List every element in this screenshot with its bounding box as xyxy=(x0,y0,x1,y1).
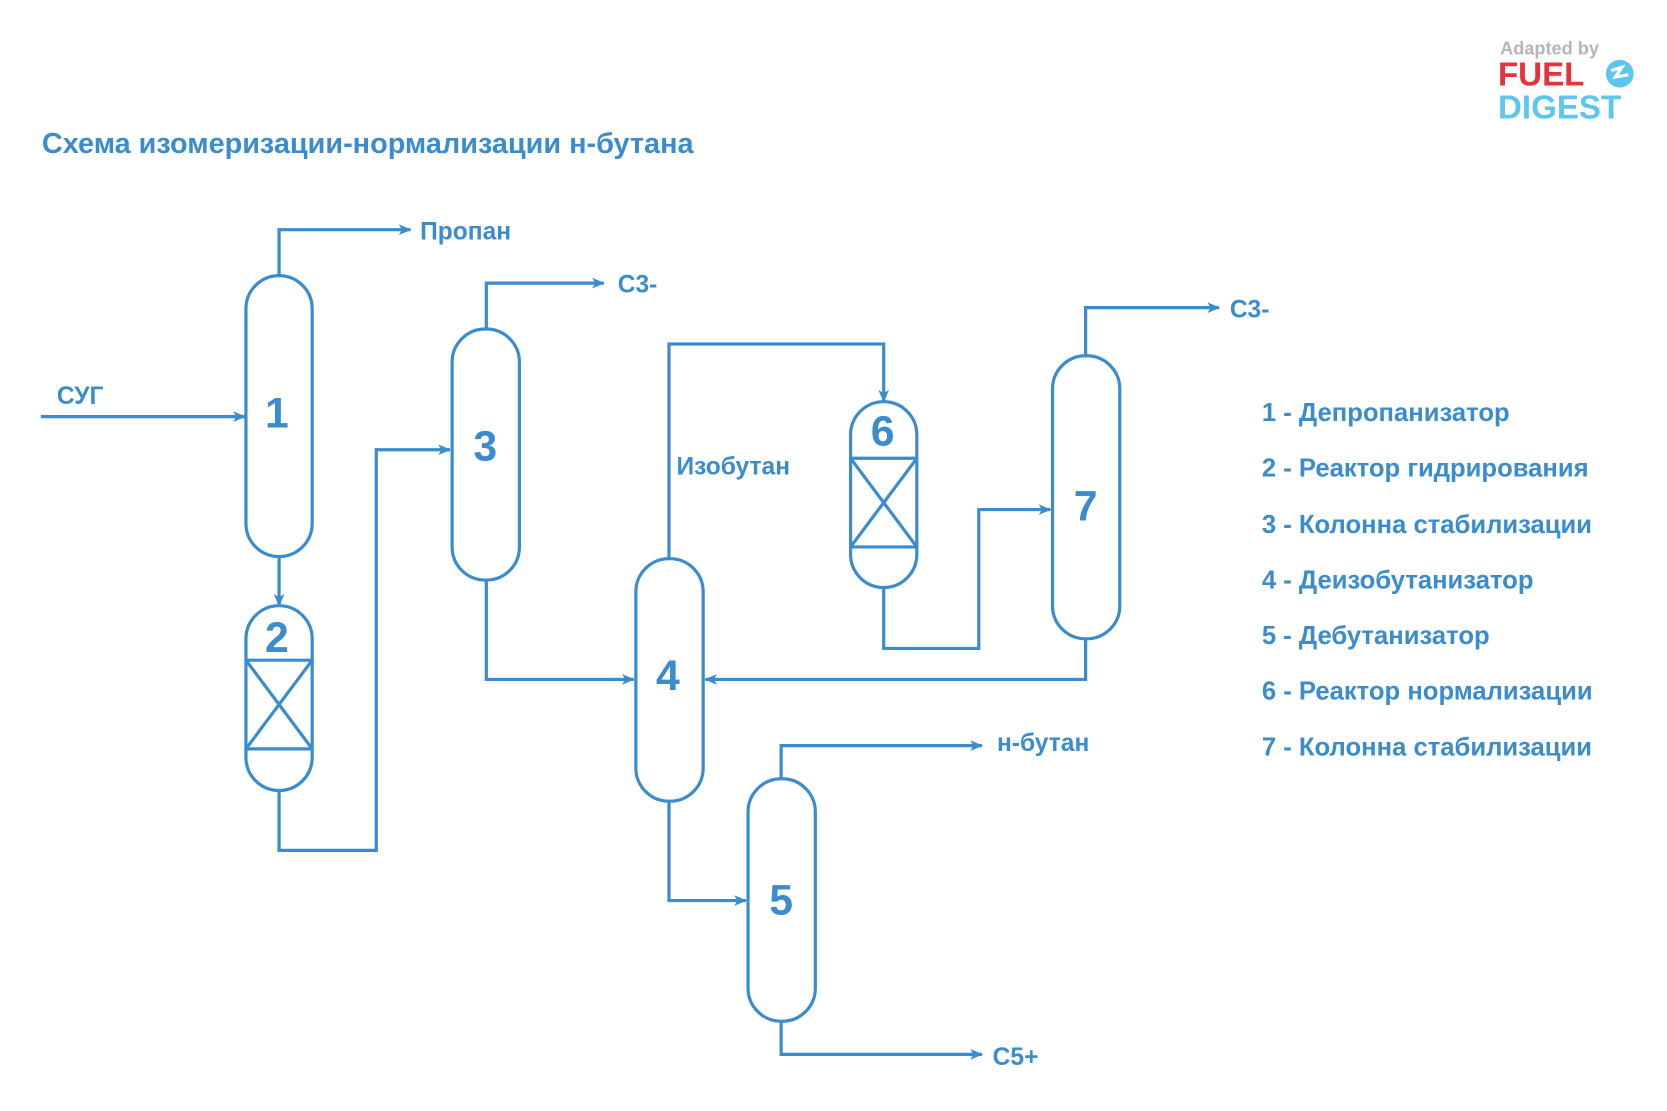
legend: 1 - Депропанизатор 2 - Реактор гидрирова… xyxy=(1262,399,1593,761)
pipe-4-to-6 xyxy=(667,342,890,559)
unit-6-reactor[interactable]: 6 xyxy=(848,400,919,590)
stream-label-c3-minus-unit3: С3- xyxy=(618,272,658,299)
unit-2-number: 2 xyxy=(265,614,289,662)
legend-item: 3 - Колонна стабилизации xyxy=(1262,511,1592,539)
stream-label-c5-plus: С5+ xyxy=(993,1044,1039,1071)
legend-item: 2 - Реактор гидрирования xyxy=(1262,454,1589,482)
stream-label-n-butane: н-бутан xyxy=(997,730,1089,757)
stream-label-isobutane: Изобутан xyxy=(676,453,790,480)
pipe-6-to-7 xyxy=(882,504,1052,651)
unit-7-column[interactable]: 7 xyxy=(1050,354,1122,641)
legend-item: 4 - Деизобутанизатор xyxy=(1262,567,1534,595)
logo-digest: DIGEST xyxy=(1498,90,1621,127)
pipe-3-to-4 xyxy=(484,580,635,685)
unit-6-number: 6 xyxy=(871,408,895,456)
stream-label-feed: СУГ xyxy=(57,383,104,410)
unit-1-number: 1 xyxy=(265,389,289,437)
unit-4-column[interactable]: 4 xyxy=(634,557,705,803)
legend-item: 7 - Колонна стабилизации xyxy=(1262,733,1592,761)
pipe-1-to-propane xyxy=(277,224,412,276)
page-title: Схема изомеризации-нормализации н-бутана xyxy=(42,128,695,160)
logo-swirl-icon xyxy=(1605,59,1634,88)
logo-adapted-by: Adapted by xyxy=(1500,38,1599,58)
legend-item: 6 - Реактор нормализации xyxy=(1262,678,1593,706)
pipe-2-to-3 xyxy=(277,444,452,852)
pipes xyxy=(40,224,1221,1060)
unit-1-column[interactable]: 1 xyxy=(244,274,314,559)
fuel-digest-logo: Adapted by FUEL DIGEST xyxy=(1498,38,1634,127)
legend-item: 1 - Депропанизатор xyxy=(1262,399,1510,427)
unit-5-number: 5 xyxy=(769,877,793,925)
pipe-7-to-c3 xyxy=(1084,302,1221,356)
unit-4-number: 4 xyxy=(656,652,680,700)
unit-3-number: 3 xyxy=(473,423,497,471)
unit-2-reactor[interactable]: 2 xyxy=(244,604,314,793)
pipe-5-to-n-butane xyxy=(779,740,984,779)
pipe-7-to-4 xyxy=(704,638,1088,685)
unit-3-column[interactable]: 3 xyxy=(450,327,522,582)
pipe-4-to-5 xyxy=(667,801,747,906)
stream-label-c3-minus-unit7: С3- xyxy=(1230,296,1270,323)
stream-label-propane: Пропан xyxy=(420,218,511,245)
unit-7-number: 7 xyxy=(1074,482,1098,530)
pipe-5-to-c5plus xyxy=(779,1021,984,1060)
pipe-3-to-c3 xyxy=(484,277,605,330)
legend-item: 5 - Дебутанизатор xyxy=(1262,622,1490,650)
logo-fuel: FUEL xyxy=(1498,56,1584,93)
unit-5-column[interactable]: 5 xyxy=(746,777,817,1023)
